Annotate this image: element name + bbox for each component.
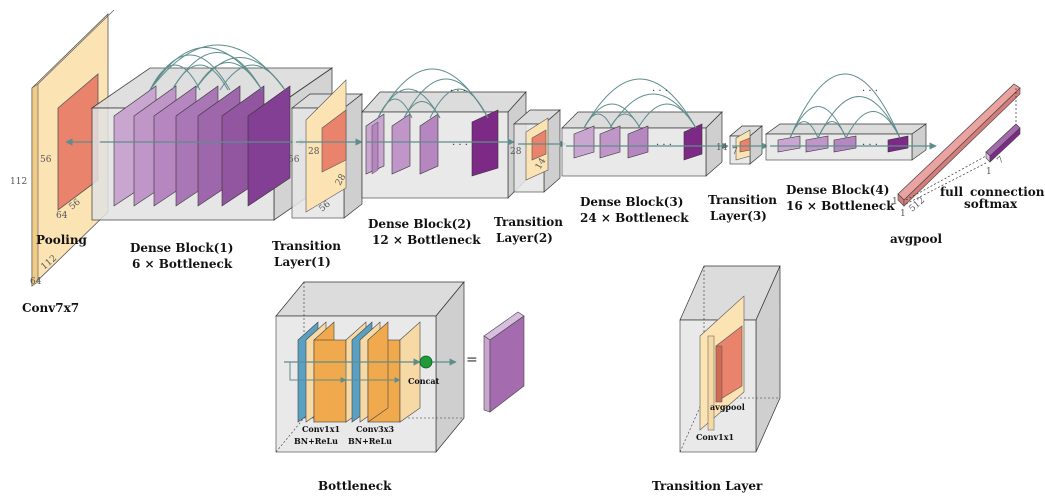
dim-1-a: 1 (892, 197, 898, 207)
label-full: full (940, 185, 963, 199)
label-bnrelu-2: BN+ReLu (348, 436, 392, 446)
dense1-arcs (149, 44, 286, 91)
transition-layer-3 (729, 125, 769, 165)
dim-112: 112 (10, 177, 27, 187)
dim-1-c: 1 (986, 167, 992, 177)
label-transition-layer: Transition Layer (652, 479, 763, 493)
label-dense-block-4: Dense Block(4) (786, 183, 889, 197)
dense1-layers (113, 85, 291, 207)
dim-64-pool: 64 (56, 211, 68, 221)
label-avgpool-small: avgpool (710, 402, 745, 412)
label-transition-conv1x1: Conv1x1 (696, 432, 734, 442)
label-dense-block-3-sub: 24 × Bottleneck (580, 211, 689, 225)
stage-labels: Pooling Conv7x7 Dense Block(1) 6 × Bottl… (22, 183, 1045, 315)
label-conv7x7: Conv7x7 (22, 301, 79, 315)
bottleneck-result (483, 311, 525, 413)
dim-64: 64 (30, 277, 42, 287)
label-conv3x3: Conv3x3 (356, 424, 395, 434)
label-transition-1: Transition (272, 239, 341, 253)
label-pooling: Pooling (36, 233, 88, 247)
dim-1-b: 1 (900, 209, 906, 219)
label-conv1x1: Conv1x1 (302, 424, 340, 434)
ellipsis-dense2-layers: · · · (452, 140, 468, 151)
label-softmax: softmax (964, 197, 1018, 211)
label-dense-block-2: Dense Block(2) (368, 217, 471, 231)
equals-sign: = (466, 352, 478, 368)
fc-bar (897, 83, 1021, 207)
label-dense-block-2-sub: 12 × Bottleneck (372, 233, 481, 247)
label-dense-block-4-sub: 16 × Bottleneck (786, 199, 895, 213)
label-transition-2-sub: Layer(2) (496, 231, 553, 245)
dim-56-t1: 56 (288, 155, 300, 165)
transition-layer-detail: avgpool Conv1x1 Transition Layer (652, 265, 781, 493)
label-transition-2: Transition (494, 215, 563, 229)
ellipsis-dense3-layers: · · · (656, 140, 672, 151)
transition-layer-2 (513, 109, 567, 193)
label-transition-3-sub: Layer(3) (710, 209, 767, 223)
dense-block-2 (361, 68, 527, 199)
ellipsis-markers: · · · · · · · · · · · · · · · · · · (450, 86, 878, 151)
bottleneck-detail: Concat Conv1x1 BN+ReLu Conv3x3 BN+ReLu B… (275, 281, 465, 493)
ellipsis-dense2: · · · (450, 86, 466, 97)
dim-7-t3: 7 (732, 147, 738, 157)
label-bottleneck: Bottleneck (318, 479, 392, 493)
label-transition-1-sub: Layer(1) (274, 255, 331, 269)
dim-56: 56 (40, 155, 52, 165)
label-dense-block-3: Dense Block(3) (580, 195, 683, 209)
dim-28-t2: 28 (510, 147, 522, 157)
dim-14-t3: 14 (716, 143, 728, 153)
label-transition-3: Transition (708, 193, 777, 207)
label-dense-block-1: Dense Block(1) (130, 241, 233, 255)
label-dense-block-1-sub: 6 × Bottleneck (132, 257, 233, 271)
dim-7-softmax: 7 (996, 155, 1007, 167)
label-connection: connection (970, 185, 1045, 199)
label-avgpool: avgpool (890, 232, 943, 246)
transition-layer-1 (290, 79, 364, 219)
dense-block-3 (561, 78, 729, 177)
dim-28: 28 (308, 147, 320, 157)
dense-block-4 (764, 73, 937, 161)
ellipsis-dense3: · · · (652, 86, 668, 97)
ellipsis-dense4: · · · (862, 86, 878, 97)
label-bnrelu-1: BN+ReLu (294, 436, 338, 446)
fc-connection-lines (905, 88, 1017, 205)
label-concat: Concat (408, 376, 440, 386)
ellipsis-dense4-layers: · · · (862, 140, 878, 151)
concat-node (419, 355, 433, 369)
softmax-bar (985, 123, 1021, 163)
